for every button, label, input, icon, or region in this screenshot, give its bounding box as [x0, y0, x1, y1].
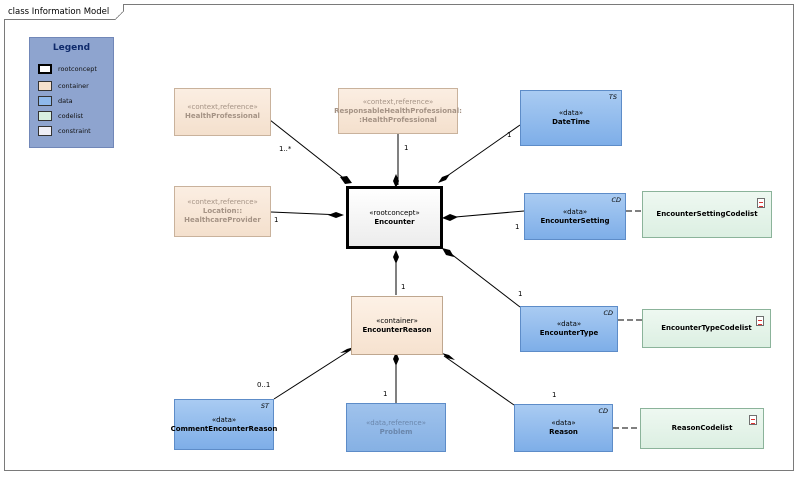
legend-item-container: container [38, 80, 89, 92]
legend-label: codelist [58, 112, 84, 120]
class-name: Reason [549, 428, 578, 436]
legend-label: constraint [58, 127, 91, 135]
legend-swatch [38, 126, 52, 136]
class-encounter-type-codelist[interactable]: EncounterTypeCodelist [642, 309, 771, 348]
legend-swatch [38, 96, 52, 106]
assoc-date-time [439, 124, 521, 182]
class-name: Encounter [374, 217, 415, 226]
legend-label: data [58, 97, 73, 105]
stereotype: «data» [211, 415, 237, 424]
assoc-encounter-type [445, 249, 521, 308]
class-encounter-setting[interactable]: CD «data» EncounterSetting [524, 193, 626, 240]
document-icon [749, 415, 757, 425]
diamond-encounter-setting [442, 214, 458, 221]
multiplicity-problem: 1 [383, 390, 388, 398]
class-encounter-type[interactable]: CD «data» EncounterType [520, 306, 618, 352]
assoc-comment-reason [273, 348, 353, 400]
stereotype: «data» [556, 320, 582, 328]
class-encounter[interactable]: «rootconcept» Encounter [346, 186, 443, 249]
datatype-tag: CD [598, 407, 608, 415]
multiplicity-comment-encounter-reason: 0..1 [257, 381, 271, 389]
class-encounter-reason[interactable]: «container» EncounterReason [351, 296, 443, 355]
assoc-reason [443, 355, 515, 406]
class-comment-encounter-reason[interactable]: ST «data» CommentEncounterReason [171, 399, 277, 450]
class-name: EncounterSettingCodelist [656, 210, 758, 218]
multiplicity-date-time: 1 [507, 131, 512, 139]
multiplicity-encounter-setting: 1 [515, 223, 520, 231]
diagram-title: class Information Model [4, 4, 125, 20]
class-date-time[interactable]: TS «data» DateTime [520, 90, 622, 146]
diamond-date-time [438, 174, 450, 183]
legend-swatch [38, 111, 52, 121]
class-name-type: :HealthProfessional [359, 115, 437, 124]
class-name: CommentEncounterReason [170, 424, 278, 433]
multiplicity-health-professional: 1..* [279, 145, 292, 153]
class-name: HealthProfessional [185, 112, 260, 120]
stereotype: «context,reference» [362, 97, 434, 106]
legend-label: container [58, 82, 89, 90]
class-reason[interactable]: CD «data» Reason [514, 404, 613, 452]
diamond-location [328, 212, 344, 218]
multiplicity-reason: 1 [552, 391, 557, 399]
document-icon [756, 316, 764, 326]
diamond-responsible-hp [393, 174, 399, 188]
multiplicity-responsible-hp: 1 [404, 144, 409, 152]
class-health-professional[interactable]: «context,reference» HealthProfessional [174, 88, 271, 136]
class-name-type: HealthcareProvider [184, 216, 261, 224]
legend: Legend rootconcept container data codeli… [29, 37, 114, 148]
diamond-health-professional [340, 176, 352, 184]
legend-item-rootconcept: rootconcept [38, 63, 97, 75]
class-name: ReasonCodelist [671, 424, 733, 432]
stereotype: «data» [562, 207, 588, 216]
diamond-comment-reason [340, 347, 354, 353]
multiplicity-location: 1 [274, 216, 279, 224]
class-name: EncounterReason [362, 325, 432, 334]
class-encounter-setting-codelist[interactable]: EncounterSettingCodelist [642, 191, 772, 238]
multiplicity-encounter-type: 1 [518, 290, 523, 298]
stereotype: «data» [551, 419, 576, 427]
multiplicity-encounter-reason: 1 [401, 283, 406, 291]
datatype-tag: CD [603, 309, 613, 317]
class-location-healthcare-provider[interactable]: «context,reference» Location:: Healthcar… [174, 186, 271, 237]
diamond-encounter-type [442, 248, 454, 257]
class-name: Problem [379, 427, 413, 436]
document-icon [757, 198, 765, 208]
class-name: Location:: [202, 207, 243, 215]
class-responsible-health-professional[interactable]: «context,reference» ResponsableHealthPro… [334, 88, 462, 134]
class-problem[interactable]: «data,reference» Problem [346, 403, 446, 452]
datatype-tag: ST [260, 402, 269, 410]
class-name: EncounterType [539, 329, 599, 337]
diamond-encounter-reason [393, 250, 399, 264]
stereotype: «data,reference» [366, 418, 426, 427]
stereotype: «data» [558, 109, 584, 117]
legend-item-data: data [38, 95, 73, 107]
legend-label: rootconcept [58, 65, 97, 73]
legend-item-codelist: codelist [38, 110, 83, 122]
datatype-tag: CD [611, 196, 621, 204]
stereotype: «rootconcept» [369, 208, 420, 217]
assoc-health-professional [269, 119, 347, 181]
stereotype: «container» [376, 316, 418, 325]
stereotype: «context,reference» [187, 103, 258, 111]
stereotype: «context,reference» [187, 198, 258, 206]
class-name: DateTime [552, 118, 590, 126]
class-name: ResponsableHealthProfessional: [334, 106, 462, 115]
class-reason-codelist[interactable]: ReasonCodelist [640, 408, 764, 449]
legend-swatch [38, 64, 52, 74]
datatype-tag: TS [608, 93, 617, 101]
class-name: EncounterTypeCodelist [661, 324, 752, 332]
legend-swatch [38, 81, 52, 91]
class-name: EncounterSetting [540, 216, 610, 225]
diamond-problem [393, 352, 399, 366]
legend-title: Legend [52, 43, 91, 53]
diamond-reason [442, 353, 455, 360]
legend-item-constraint: constraint [38, 125, 91, 137]
